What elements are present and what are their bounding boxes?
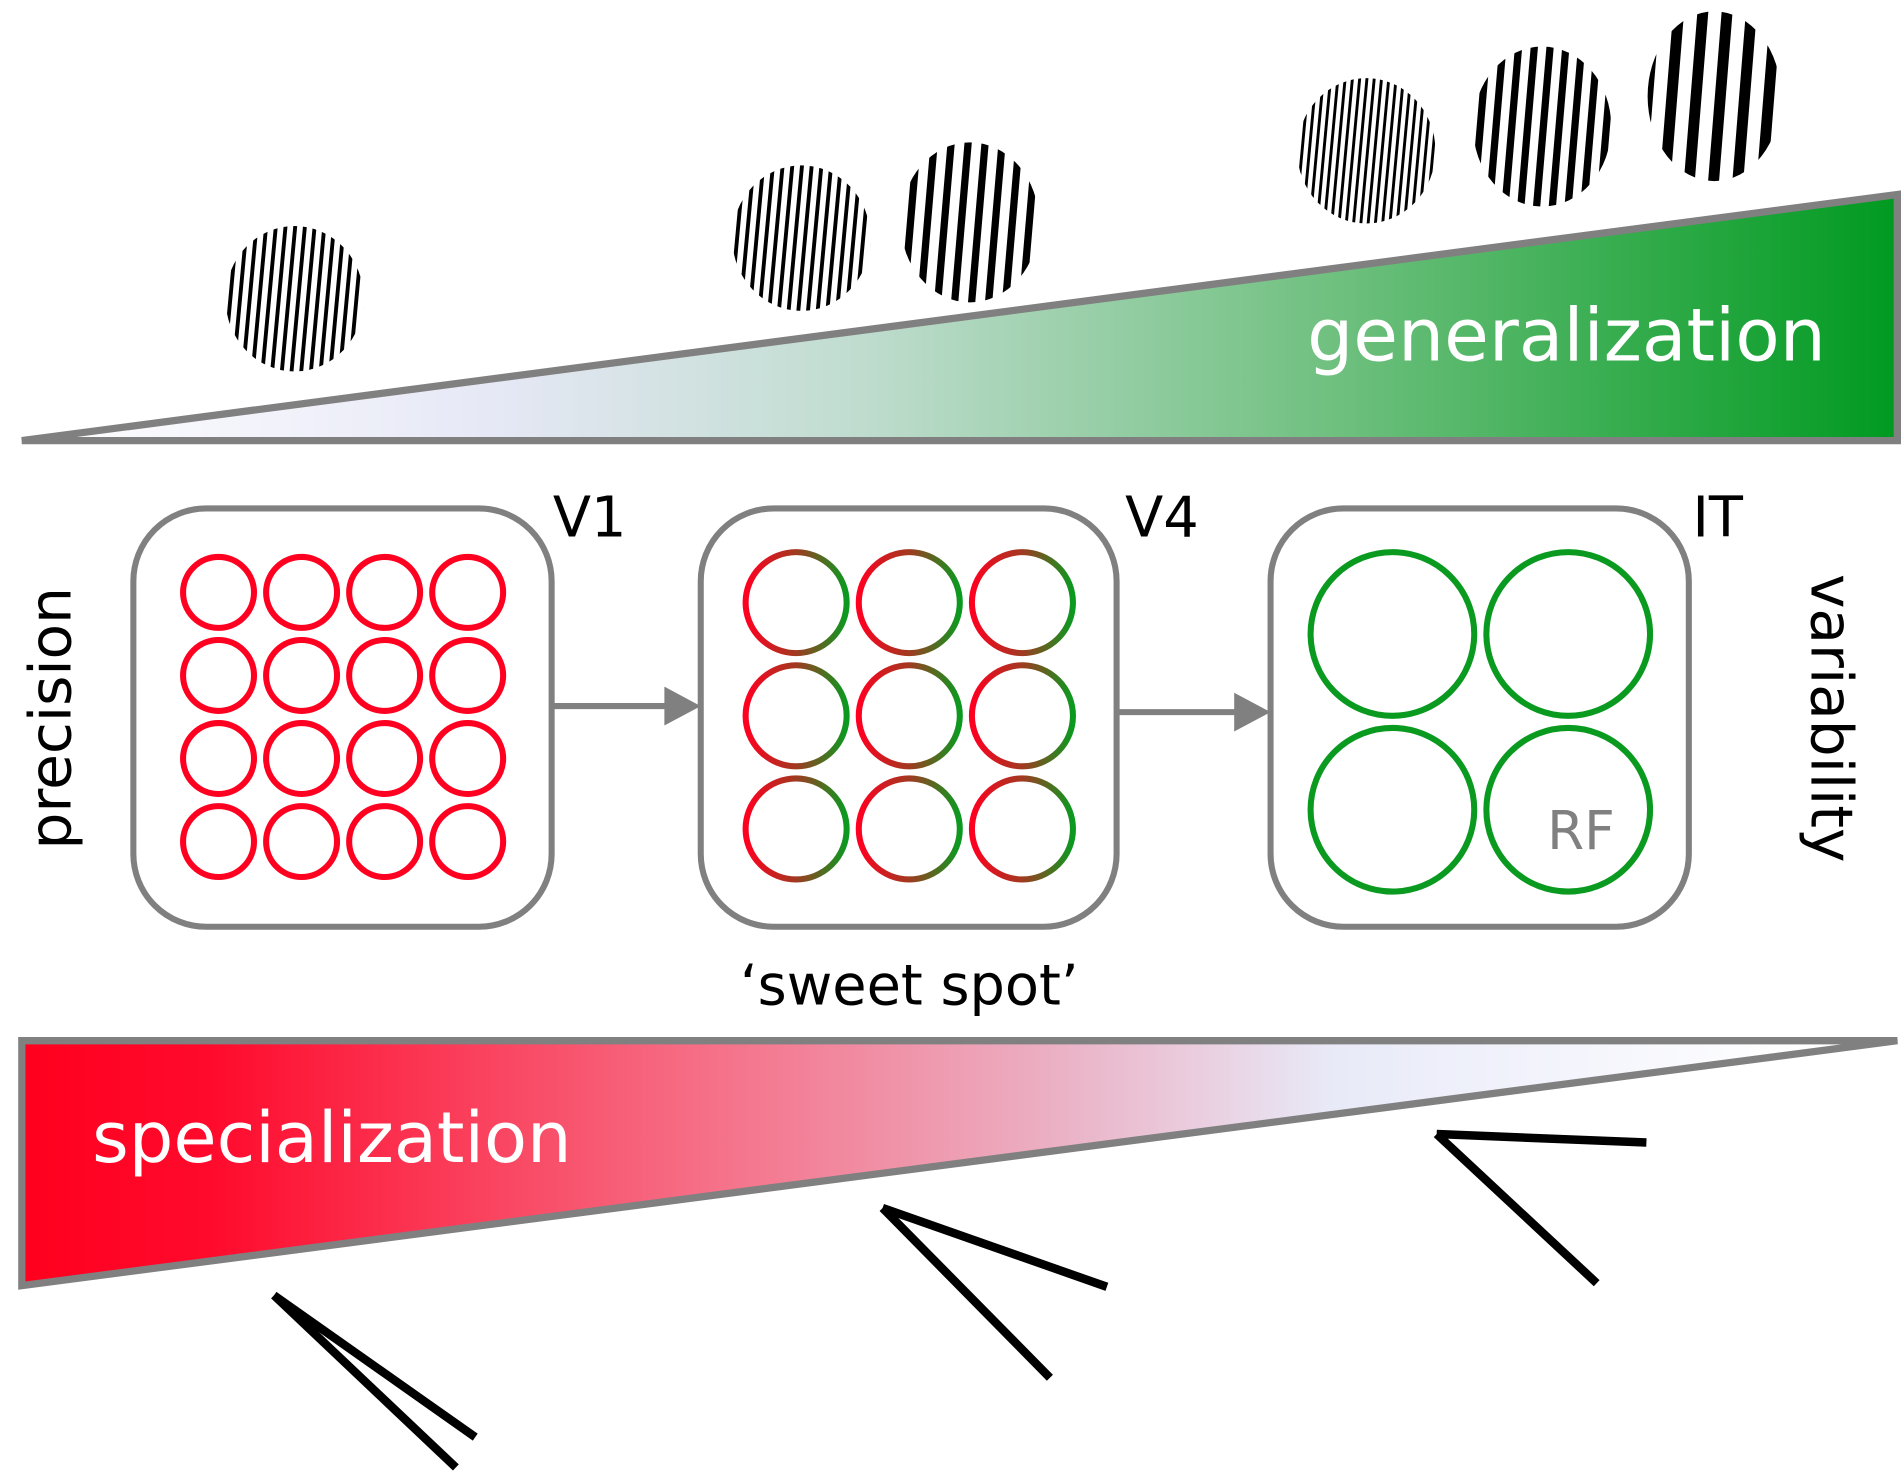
receptive-field	[346, 553, 424, 631]
rf-label: RF	[1547, 799, 1615, 862]
receptive-field	[263, 803, 341, 881]
receptive-field	[742, 549, 850, 657]
generalization-triangle	[21, 190, 1901, 445]
v4-receptive-fields	[742, 549, 1076, 883]
specialization-triangle	[18, 1037, 1898, 1290]
it-label: IT	[1692, 485, 1743, 550]
receptive-field	[180, 636, 258, 714]
grating-icon	[1647, 11, 1781, 182]
it-box	[1267, 505, 1692, 930]
area-v1: V1	[130, 485, 627, 930]
receptive-field	[968, 549, 1076, 657]
line	[271, 1292, 459, 1471]
receptive-field	[429, 553, 507, 631]
precision-label: precision	[16, 587, 84, 850]
receptive-field	[855, 549, 963, 657]
line-pair-wide	[1433, 1129, 1647, 1287]
line-stimuli	[271, 1129, 1647, 1471]
line	[271, 1291, 478, 1441]
v4-box	[697, 505, 1120, 930]
grating-icon	[225, 225, 364, 372]
it-receptive-fields	[1307, 549, 1654, 895]
line	[881, 1204, 1109, 1291]
v1-box	[130, 505, 555, 930]
receptive-field	[429, 803, 507, 881]
grating-icon	[900, 142, 1040, 303]
v1-label: V1	[553, 485, 627, 550]
receptive-field	[1483, 549, 1654, 719]
receptive-field	[742, 775, 850, 883]
area-it: IT RF	[1267, 485, 1744, 930]
receptive-field	[346, 636, 424, 714]
variability-label: variability	[1797, 574, 1865, 863]
receptive-field	[429, 636, 507, 714]
receptive-field	[263, 553, 341, 631]
line	[879, 1205, 1053, 1381]
receptive-field	[346, 803, 424, 881]
v4-label: V4	[1125, 485, 1199, 550]
v1-receptive-fields	[180, 553, 507, 881]
receptive-field	[1483, 724, 1654, 895]
grating-icon	[1297, 78, 1436, 224]
line-pair-medium	[879, 1204, 1109, 1381]
receptive-field	[1307, 724, 1478, 895]
arrow-v1-v4	[551, 686, 701, 726]
receptive-field	[855, 662, 963, 770]
receptive-field	[263, 636, 341, 714]
grating-icon	[1473, 46, 1612, 207]
generalization-label: generalization	[1307, 294, 1826, 379]
receptive-field	[180, 803, 258, 881]
area-v4: V4 ‘sweet spot’	[697, 485, 1199, 1018]
specialization-label: specialization	[92, 1097, 571, 1179]
receptive-field	[742, 662, 850, 770]
receptive-field	[263, 720, 341, 798]
line-pair-narrow	[271, 1291, 478, 1471]
line	[1436, 1129, 1647, 1147]
receptive-field	[346, 720, 424, 798]
receptive-field	[180, 553, 258, 631]
receptive-field	[855, 775, 963, 883]
specialization-wedge: specialization	[18, 1037, 1898, 1290]
receptive-field	[429, 720, 507, 798]
receptive-field	[180, 720, 258, 798]
receptive-field	[1307, 549, 1478, 719]
arrow-v4-it	[1116, 692, 1271, 732]
receptive-field	[968, 662, 1076, 770]
sweet-spot-caption: ‘sweet spot’	[740, 953, 1079, 1018]
grating-icon	[732, 165, 871, 311]
line	[1433, 1130, 1600, 1287]
generalization-wedge: generalization	[21, 190, 1901, 445]
receptive-field	[968, 775, 1076, 883]
